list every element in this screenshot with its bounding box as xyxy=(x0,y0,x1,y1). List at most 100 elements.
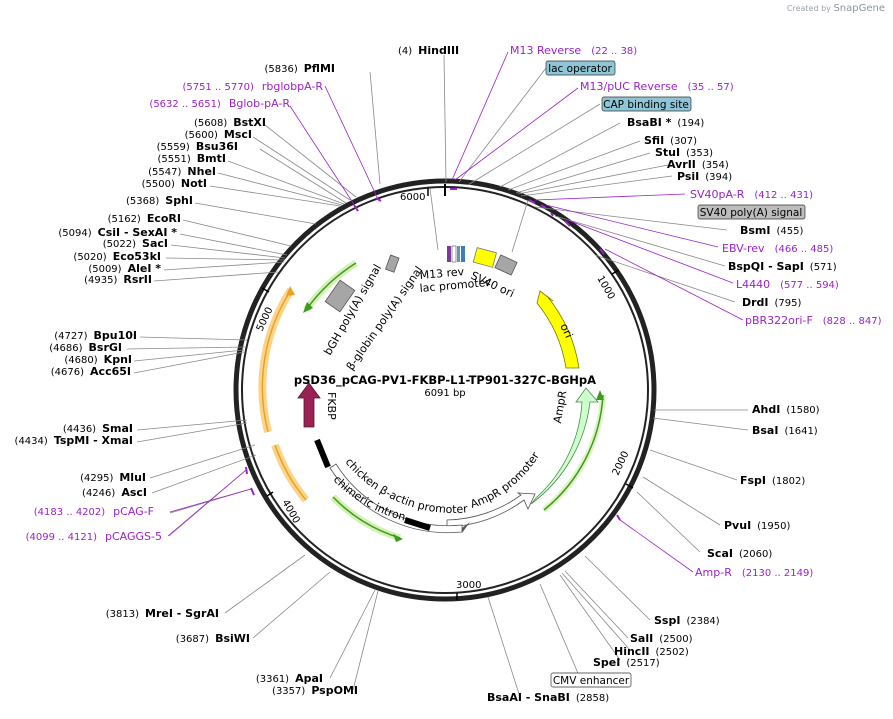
ampr-arrow xyxy=(543,394,604,511)
site-bsabi[interactable]: BsaBI *(194) xyxy=(627,116,704,129)
primer-sv40par[interactable]: SV40pA-R(412 .. 431) xyxy=(690,188,813,201)
lac-operator-mark[interactable] xyxy=(457,246,460,262)
linker-segment-1 xyxy=(404,517,431,531)
site-bsmi[interactable]: BsmI(455) xyxy=(740,224,803,237)
site-mlui[interactable]: (4295)MluI xyxy=(80,471,146,484)
ampr-promoter-feature[interactable] xyxy=(446,492,536,528)
primer-l4440[interactable]: L4440(577 .. 594) xyxy=(736,278,839,291)
site-saci[interactable]: (5022)SacI xyxy=(103,237,168,250)
scale-3000: 3000 xyxy=(456,580,481,591)
site-smai[interactable]: (4436)SmaI xyxy=(63,422,133,435)
svg-text:CAP binding site: CAP binding site xyxy=(603,99,689,111)
site-pspomi[interactable]: (3357)PspOMI xyxy=(272,684,358,697)
site-bstxi[interactable]: (5608)BstXI xyxy=(194,116,266,129)
fkbp-label: FKBP xyxy=(325,392,338,420)
site-tspmi[interactable]: (4434)TspMI - XmaI xyxy=(15,434,133,447)
site-bsiwi[interactable]: (3687)BsiWI xyxy=(176,632,250,645)
m13-rev-mark[interactable] xyxy=(447,246,451,262)
backbone-outer xyxy=(233,178,657,602)
cap-site-mark[interactable] xyxy=(461,246,465,262)
site-bsu36i[interactable]: (5559)Bsu36I xyxy=(157,140,238,153)
svg-text:lac operator: lac operator xyxy=(548,63,612,75)
primer-ampr[interactable]: Amp-R(2130 .. 2149) xyxy=(695,566,813,579)
site-ahdi[interactable]: AhdI(1580) xyxy=(752,403,820,416)
sv40-ori-feature[interactable] xyxy=(472,247,497,268)
site-rsrii[interactable]: (4935)RsrII xyxy=(84,273,152,286)
ampr-label: AmpR xyxy=(551,389,570,424)
sv40-polya-feature[interactable] xyxy=(494,254,518,276)
fkbp-feature[interactable] xyxy=(297,382,321,428)
site-noti[interactable]: (5500)NotI xyxy=(142,177,207,190)
orange-glow-2 xyxy=(271,443,310,503)
primer-m13reverse[interactable]: M13 Reverse(22 .. 38) xyxy=(510,44,637,57)
site-fspi[interactable]: FspI(1802) xyxy=(740,474,805,487)
chicken-promoter-label: chicken β-actin promoter xyxy=(343,455,469,516)
primer-pcagf[interactable]: (4183 .. 4202)pCAG-F xyxy=(34,505,154,518)
site-pvui[interactable]: PvuI(1950) xyxy=(724,519,791,532)
m13rev-label: M13 rev xyxy=(419,265,465,282)
site-nhei[interactable]: (5547)NheI xyxy=(148,165,216,178)
lac-promoter-mark[interactable] xyxy=(451,245,457,263)
site-bpu10i[interactable]: (4727)Bpu10I xyxy=(54,329,137,342)
site-scai[interactable]: ScaI(2060) xyxy=(707,547,772,560)
site-csii[interactable]: (5094)CsiI - SexAI * xyxy=(58,226,177,239)
primer-m13pucreverse[interactable]: M13/pUC Reverse(35 .. 57) xyxy=(580,80,734,93)
svg-text:CMV enhancer: CMV enhancer xyxy=(553,675,630,687)
primer-pbr322orif[interactable]: pBR322ori-F(828 .. 847) xyxy=(745,314,882,327)
leader-lines xyxy=(125,54,749,698)
orange-arrow-1[interactable] xyxy=(261,289,292,433)
bglobin-label: β-globin poly(A) signal xyxy=(344,264,426,373)
primer-ebvrev[interactable]: EBV-rev(466 .. 485) xyxy=(722,242,833,255)
linker-segment-2 xyxy=(314,438,331,469)
site-alei[interactable]: (5009)AleI * xyxy=(88,262,161,275)
site-acc65i[interactable]: (4676)Acc65I xyxy=(51,365,131,378)
site-psii[interactable]: PsiI(394) xyxy=(677,170,732,183)
site-avrii[interactable]: AvrII(354) xyxy=(667,158,729,171)
site-bsrgi[interactable]: (4686)BsrGI xyxy=(49,341,122,354)
site-sfii[interactable]: SfiI(307) xyxy=(644,134,697,147)
site-stui[interactable]: StuI(353) xyxy=(655,146,713,159)
scale-6000: 6000 xyxy=(400,192,425,203)
callout-cap-binding-site[interactable]: CAP binding site xyxy=(601,96,692,112)
callout-sv40-polya-signal[interactable]: SV40 poly(A) signal xyxy=(697,204,806,220)
callout-cmv-enhancer[interactable]: CMV enhancer xyxy=(550,672,632,688)
orange-arrow-2[interactable] xyxy=(274,444,307,501)
primer-bglobpar[interactable]: (5632 .. 5651)Bglob-pA-R xyxy=(149,97,290,110)
callout-lac-operator[interactable]: lac operator xyxy=(545,60,616,76)
scale-2000: 2000 xyxy=(611,450,632,478)
lac-promoter-label: lac promoter xyxy=(419,276,491,295)
primer-labels: M13 Reverse(22 .. 38) M13/pUC Reverse(35 … xyxy=(26,44,882,579)
snapgene-watermark: Created by SnapGene xyxy=(786,3,885,14)
primer-rbglobpar[interactable]: (5751 .. 5770)rbglobpA-R xyxy=(182,80,323,93)
site-sali[interactable]: SalI(2500) xyxy=(630,632,693,645)
site-kpni[interactable]: (4680)KpnI xyxy=(64,353,132,366)
site-sphi[interactable]: (5368)SphI xyxy=(126,194,193,207)
site-pflmi[interactable]: (5836)PflMI xyxy=(264,62,335,75)
site-bsai[interactable]: BsaI(1641) xyxy=(752,424,818,437)
site-bsaai[interactable]: BsaAI - SnaBI(2858) xyxy=(487,691,609,704)
site-bmti[interactable]: (5551)BmtI xyxy=(158,152,226,165)
plasmid-name: pSD36_pCAG-PV1-FKBP-L1-TP901-327C-BGHpA xyxy=(294,373,596,388)
site-msci[interactable]: (5600)MscI xyxy=(185,128,252,141)
site-hincii[interactable]: HincII(2502) xyxy=(614,645,689,658)
site-asci[interactable]: (4246)AscI xyxy=(82,486,147,499)
site-spei[interactable]: SpeI(2517) xyxy=(593,656,660,669)
site-eco53ki[interactable]: (5020)Eco53kI xyxy=(73,250,161,263)
site-mrei[interactable]: (3813)MreI - SgrAI xyxy=(106,607,219,620)
site-ecori[interactable]: (5162)EcoRI xyxy=(108,212,181,225)
site-drdi[interactable]: DrdI(795) xyxy=(742,296,802,309)
ori-feature[interactable] xyxy=(536,290,580,369)
site-bspqi[interactable]: BspQI - SapI(571) xyxy=(728,260,837,273)
primer-pcaggs5[interactable]: (4099 .. 4121)pCAGGS-5 xyxy=(26,530,162,543)
bglobin-polya-feature[interactable] xyxy=(384,254,400,273)
bgh-polya-feature[interactable] xyxy=(324,279,356,313)
site-apai[interactable]: (3361)ApaI xyxy=(256,672,323,685)
site-hindiii[interactable]: (4)HindIII xyxy=(398,44,459,57)
site-sspi[interactable]: SspI(2384) xyxy=(654,614,720,627)
primer-leaders xyxy=(167,51,744,573)
restriction-site-labels: (4)HindIII (5836)PflMI BsaBI *(194) SfiI(30… xyxy=(15,44,837,704)
plasmid-size: 6091 bp xyxy=(424,388,465,399)
ampr-feature[interactable] xyxy=(530,387,599,505)
snapgene-logo: SnapGene xyxy=(833,3,885,14)
